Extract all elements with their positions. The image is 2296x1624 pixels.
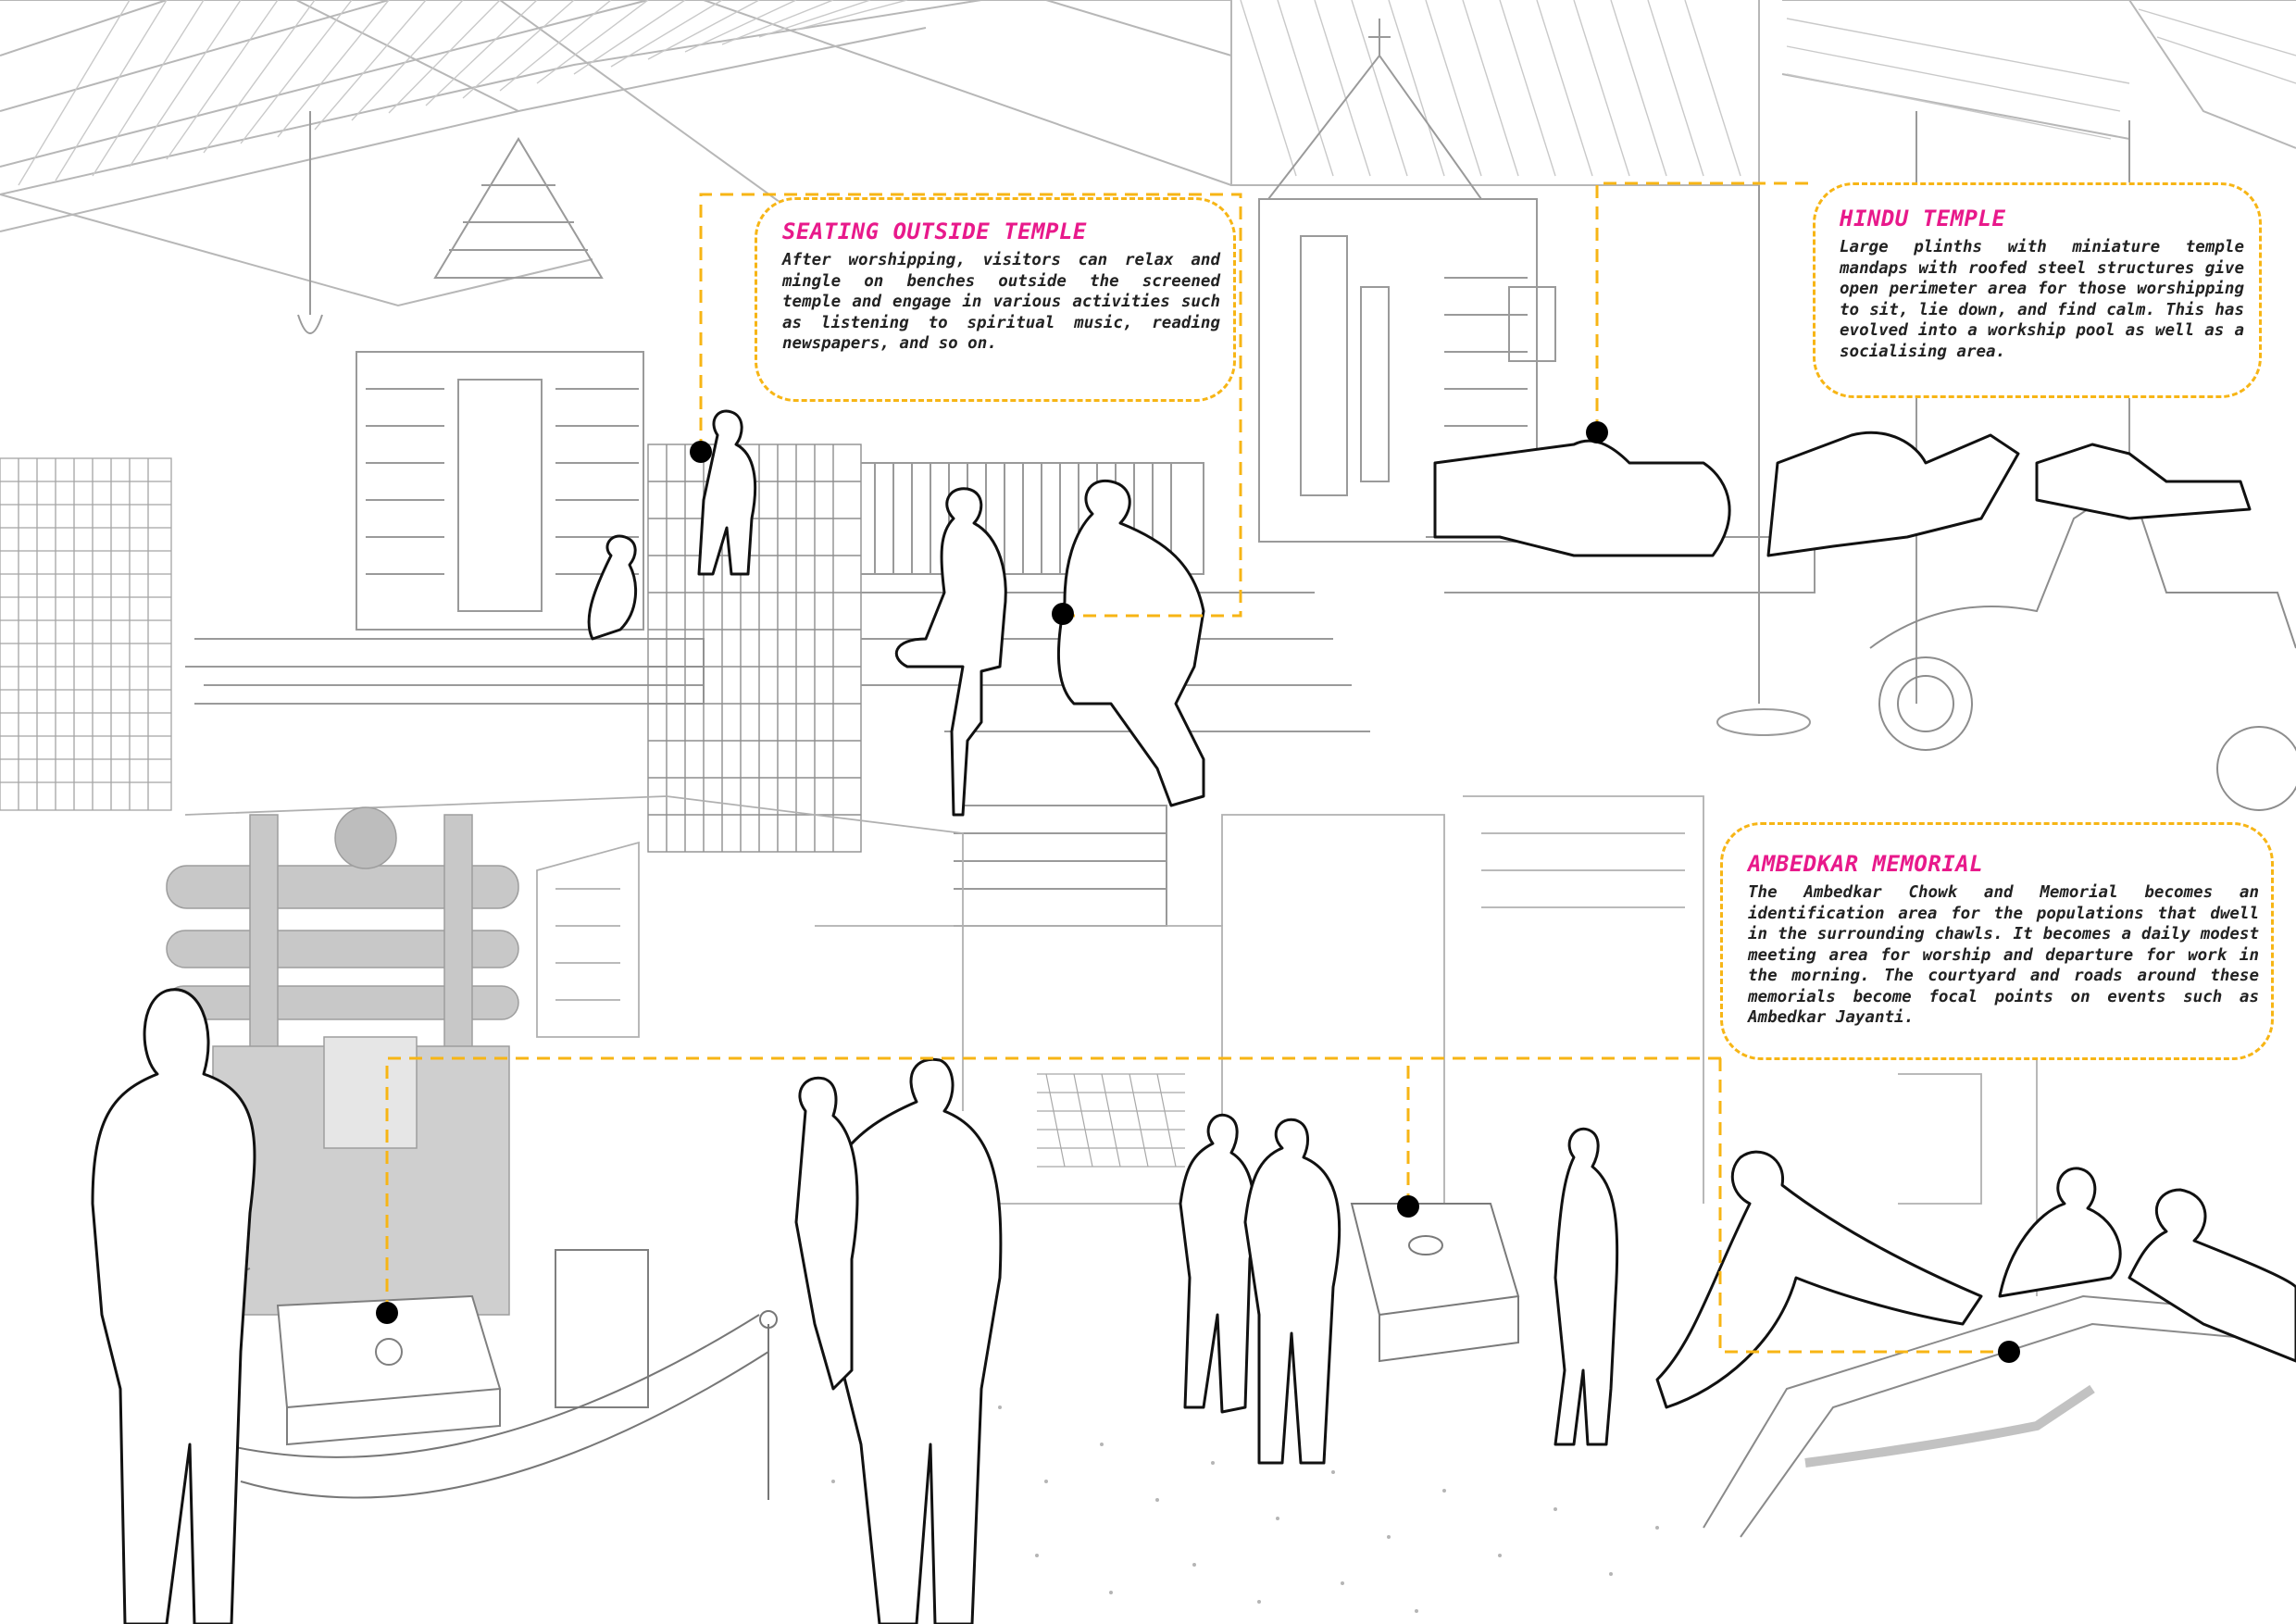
person-reclining-3 (2035, 443, 2252, 520)
left-temple (185, 111, 705, 705)
person-centre-2 (1243, 1118, 1341, 1465)
ambedkar-leader-line-3 (1718, 1058, 2009, 1354)
callout-ambedkar-memorial: AMBEDKAR MEMORIAL The Ambedkar Chowk and… (1720, 822, 2274, 1060)
hindu-temple-marker (1586, 421, 1608, 443)
ambedkar-marker-1 (376, 1302, 398, 1324)
person-seated-cross-legged (895, 487, 1007, 817)
callout-title: HINDU TEMPLE (1840, 206, 2006, 231)
child (794, 1076, 859, 1391)
seating-marker-1 (690, 441, 712, 463)
small-memorial-box (1350, 1203, 1520, 1363)
person-standing-left (91, 988, 256, 1624)
hindu-temple-leader-line (1595, 181, 1815, 432)
callout-body: Large plinths with miniature temple mand… (1840, 238, 2244, 361)
rope-barrier (221, 1310, 778, 1500)
ambedkar-marker-3 (1998, 1341, 2020, 1363)
people-figures (91, 409, 2296, 1624)
person-crouching-1 (1655, 1150, 1983, 1409)
person-kneeling-at-shrine (587, 534, 638, 641)
callout-title: AMBEDKAR MEMORIAL (1748, 851, 1984, 877)
person-reading-newspaper (1057, 479, 1205, 807)
person-reclining-2 (1766, 431, 2020, 557)
person-crouching-2 (2128, 1188, 2296, 1363)
callout-seating-outside-temple: SEATING OUTSIDE TEMPLE After worshipping… (755, 197, 1236, 402)
ambedkar-chowk-memorial (1703, 1294, 2296, 1538)
roof-structure (0, 0, 2296, 463)
ambedkar-leader-line-1 (385, 1056, 1722, 1313)
brick-wall-hatch (1037, 1073, 1185, 1168)
roof-sheeting-hatch (18, 0, 2296, 186)
person-reclining-1 (1433, 439, 1731, 557)
person-crouching-3 (1998, 1167, 2122, 1298)
callout-hindu-temple: HINDU TEMPLE Large plinths with miniatur… (1813, 182, 2262, 398)
callout-body: After worshipping, visitors can relax an… (782, 251, 1220, 353)
left-mesh-screen (0, 457, 172, 811)
leader-lines (385, 181, 2009, 1354)
markers (376, 421, 2020, 1363)
callout-body: The Ambedkar Chowk and Memorial becomes … (1748, 883, 2259, 1027)
person-centre-1 (1179, 1113, 1256, 1414)
callout-title: SEATING OUTSIDE TEMPLE (782, 219, 1087, 244)
seating-marker-2 (1052, 603, 1074, 625)
person-in-kurta (1554, 1127, 1619, 1446)
ambedkar-marker-2 (1397, 1195, 1419, 1218)
person-at-temple-gate (697, 409, 757, 576)
torana-gateway (166, 806, 519, 1316)
seating-leader-line (699, 193, 1242, 618)
